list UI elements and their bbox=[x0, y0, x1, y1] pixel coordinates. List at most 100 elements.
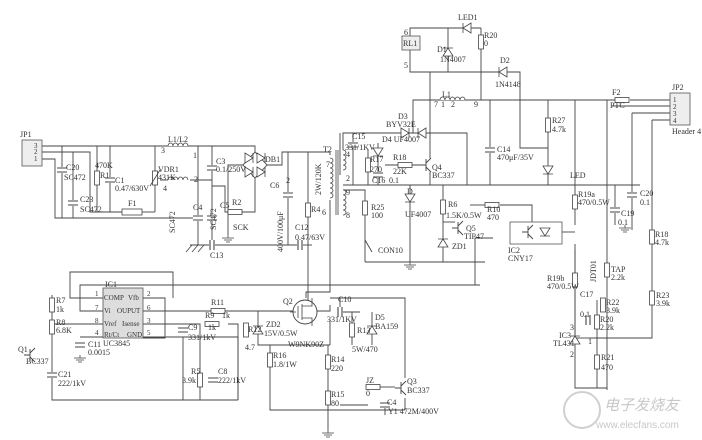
ic1-pin-label: Rt/Ct bbox=[104, 331, 119, 339]
label-r18a: R18 bbox=[393, 153, 406, 162]
capacitor-gap bbox=[68, 200, 78, 206]
label-r21-v: 470 bbox=[601, 363, 613, 372]
diode-d-rev bbox=[417, 127, 427, 139]
ic2-optocoupler bbox=[509, 221, 563, 245]
components bbox=[24, 22, 655, 438]
ground-icon bbox=[322, 430, 334, 438]
label-r18b-v: 4.7k bbox=[655, 238, 669, 247]
label-c23: C23 bbox=[80, 195, 93, 204]
label-l1-p1: 1 bbox=[441, 100, 445, 109]
label-q4-v: BC337 bbox=[432, 171, 455, 180]
capacitor-gap bbox=[610, 207, 620, 213]
label-f1: F1 bbox=[128, 199, 136, 208]
label-c20b-v: 0.1 bbox=[640, 198, 650, 207]
wires bbox=[42, 27, 670, 430]
label-c6-pin: 2 bbox=[286, 176, 290, 185]
shunt-regulator-ic3 bbox=[569, 335, 581, 345]
ic1-pin-number: 6 bbox=[147, 304, 151, 312]
capacitor-plates bbox=[627, 192, 637, 198]
label-c20: C20 bbox=[66, 163, 79, 172]
jp1-pin: 2 bbox=[34, 148, 38, 156]
capacitor-c15 bbox=[348, 142, 358, 148]
label-r11: R11 bbox=[211, 298, 224, 307]
label-f2: F2 bbox=[612, 88, 620, 97]
label-c3: C3 bbox=[216, 157, 225, 166]
label-r15: R15 bbox=[331, 390, 344, 399]
chassis-ground-icon bbox=[185, 244, 205, 253]
label-c19-v: 0.1 bbox=[618, 218, 628, 227]
optocoupler-led-icon bbox=[539, 227, 551, 237]
ic1-pin-number: 3 bbox=[147, 317, 151, 325]
label-db1: DB1 bbox=[265, 155, 280, 164]
label-f2-v: PTC bbox=[610, 101, 625, 110]
label-ic2: IC2 bbox=[508, 246, 520, 255]
label-t2-p7: 7 bbox=[326, 160, 330, 169]
ic1-pin-label: OUPUT bbox=[117, 307, 141, 315]
ic1-pin-label: Vref bbox=[104, 320, 117, 328]
wire bbox=[42, 158, 198, 219]
capacitor-gap bbox=[105, 177, 115, 183]
capacitor-c11 bbox=[75, 342, 85, 348]
capacitor-gap bbox=[193, 215, 203, 221]
capacitor-plates bbox=[209, 240, 215, 250]
ic1-pin-number: 4 bbox=[95, 329, 99, 337]
label-c19: C19 bbox=[621, 209, 634, 218]
zener-zd1 bbox=[437, 238, 449, 248]
label-c9-v: 331/1kV bbox=[188, 333, 216, 342]
label-c15-v: 331/1KV bbox=[345, 143, 375, 152]
label-t2-p6: 6 bbox=[322, 208, 326, 217]
transformer-core bbox=[335, 150, 339, 215]
label-q2: Q2 bbox=[283, 297, 293, 306]
inductor-l1l2-top bbox=[167, 142, 189, 147]
label-c16-v: 0.1 bbox=[389, 176, 399, 185]
capacitor-plates bbox=[337, 307, 343, 317]
label-zd2: ZD2 bbox=[266, 320, 281, 329]
label-r4-v: 2W/120K bbox=[314, 163, 323, 195]
ic1-pin-number: 8 bbox=[95, 317, 99, 325]
resistor-r14 bbox=[325, 354, 331, 370]
jp2-label: JP2 bbox=[672, 83, 684, 92]
diode-d3 bbox=[400, 127, 410, 139]
label-q4: Q4 bbox=[432, 163, 442, 172]
label-zd2-v: 15V/0.5W bbox=[264, 329, 298, 338]
bridge-diode-icon bbox=[256, 166, 266, 178]
zener-zd2 bbox=[252, 325, 264, 335]
resistor-r25 bbox=[362, 200, 368, 216]
label-r17-v: 270 bbox=[370, 165, 382, 174]
wire bbox=[42, 151, 122, 213]
label-r1: R1 bbox=[100, 171, 109, 180]
wire bbox=[330, 297, 360, 313]
label-r7: R7 bbox=[56, 296, 65, 305]
transistor-q1 bbox=[24, 347, 36, 363]
label-r19b: R19b bbox=[547, 274, 564, 283]
label-r25: R25 bbox=[371, 203, 384, 212]
ic1-pin-label: Vfb bbox=[128, 294, 139, 302]
capacitor-gap bbox=[57, 167, 67, 173]
label-t2: T2 bbox=[323, 145, 332, 154]
label-l-pin3: 3 bbox=[161, 146, 165, 155]
label-c8: C8 bbox=[218, 367, 227, 376]
ic1-pin-label: COMP bbox=[104, 294, 124, 302]
wire bbox=[590, 120, 653, 339]
label-r20b: R20 bbox=[600, 315, 613, 324]
capacitor-plates bbox=[380, 402, 390, 408]
capacitor-gap bbox=[283, 192, 293, 198]
watermark-url: www.elecfans.com bbox=[595, 420, 679, 431]
label-r12: R12 bbox=[248, 325, 261, 334]
label-r14: R14 bbox=[331, 355, 344, 364]
jp2-pin: 2 bbox=[673, 103, 677, 111]
label-c11: C11 bbox=[88, 340, 101, 349]
label-r18b: R18 bbox=[655, 230, 668, 239]
label-vdr1: VDR1 bbox=[158, 165, 179, 174]
label-c6-v: 400V/100μF bbox=[276, 211, 285, 252]
label-c13: C13 bbox=[210, 251, 223, 260]
jp2-pin: 4 bbox=[673, 117, 677, 125]
capacitor-plates bbox=[47, 372, 57, 378]
label-c6: C6 bbox=[270, 181, 279, 190]
mosfet-symbol bbox=[290, 298, 313, 326]
wire bbox=[257, 311, 330, 346]
capacitor-c14 bbox=[485, 147, 495, 153]
label-r20: R20 bbox=[484, 31, 497, 40]
bridge-diode-icon bbox=[244, 166, 254, 178]
jp2-pin: 1 bbox=[673, 96, 677, 104]
